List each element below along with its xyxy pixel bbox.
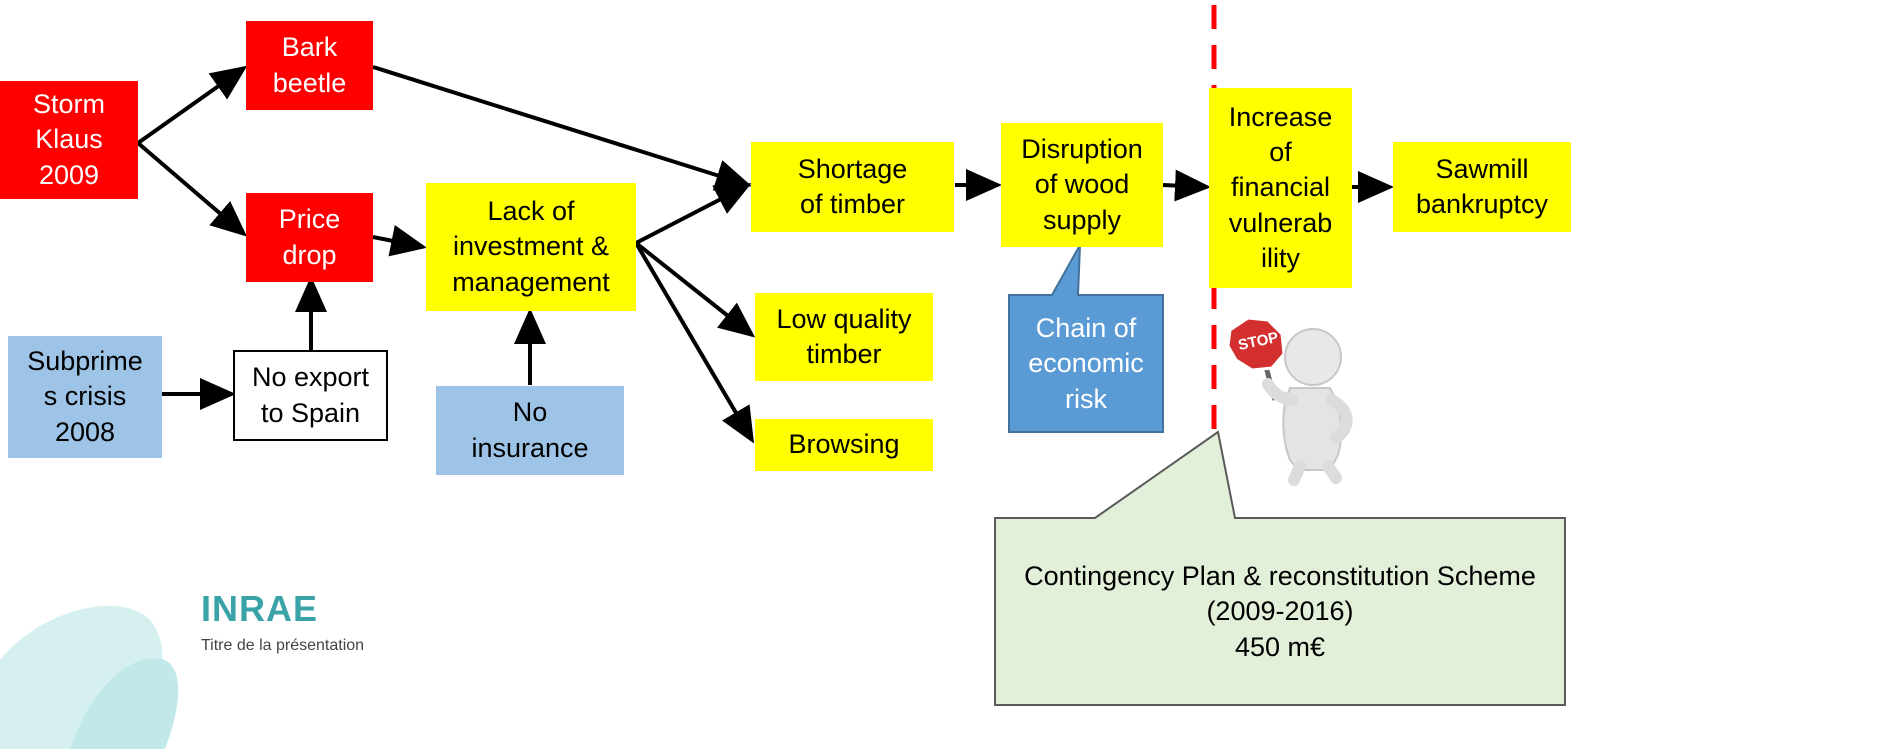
arrow-storm-to-price [136, 141, 248, 237]
node-sawmill-bankruptcy: Sawmill bankruptcy [1393, 142, 1571, 232]
callout-chain-economic-risk: Chain of economic risk [1028, 313, 1144, 414]
node-increase-vulnerability: Increase of financial vulnerab ility [1209, 88, 1352, 288]
node-lack-investment: Lack of investment & management [426, 183, 636, 311]
contingency-callout-shape [994, 430, 1566, 706]
node-disruption-wood-supply: Disruption of wood supply [1001, 123, 1163, 247]
callout-contingency-plan: Contingency Plan & reconstitution Scheme… [1024, 561, 1536, 662]
node-subprime-crisis: Subprime s crisis 2008 [8, 336, 162, 458]
arrow-disruption-to-increase [1162, 169, 1211, 202]
node-no-insurance: No insurance [436, 386, 624, 475]
arrow-bark-to-shortage [372, 65, 752, 191]
arrow-storm-to-bark [136, 65, 248, 145]
node-no-export: No export to Spain [233, 350, 388, 441]
presentation-title-footer: Titre de la présentation [201, 637, 365, 654]
node-browsing: Browsing [755, 419, 933, 471]
node-low-quality-timber: Low quality timber [755, 293, 933, 381]
chain-callout-shape [1008, 244, 1164, 433]
stop-sign-icon [1226, 316, 1286, 372]
node-bark-beetle: Bark beetle [246, 21, 373, 110]
node-storm-klaus: Storm Klaus 2009 [0, 81, 138, 199]
node-price-drop: Price drop [246, 193, 373, 282]
node-shortage-timber: Shortage of timber [751, 142, 954, 232]
arrow-price-to-lack [372, 225, 427, 257]
arrow-lack-to-shortage [635, 183, 752, 245]
inrae-logo: INRAE [201, 588, 319, 629]
arrow-lack-to-lowquality [634, 241, 756, 338]
arrow-lack-to-browsing [634, 241, 755, 444]
